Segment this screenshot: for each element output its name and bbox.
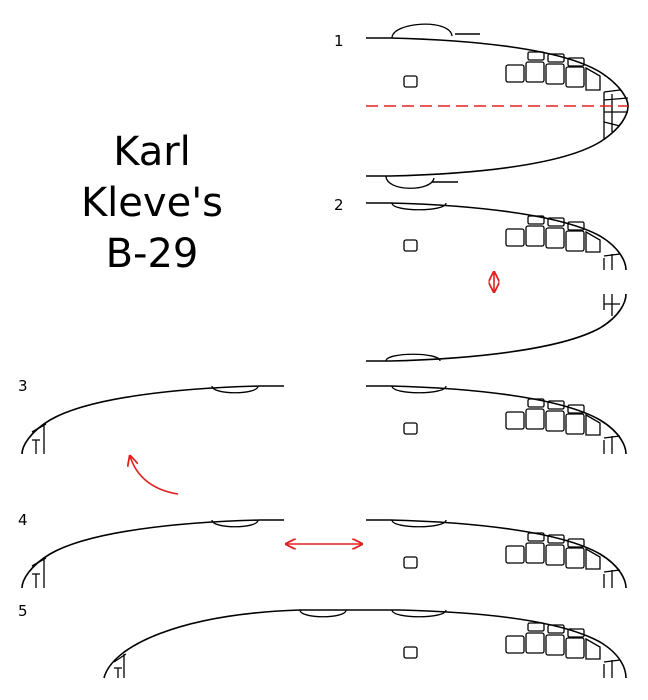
step-4-slide-together (21, 519, 627, 589)
side-window (403, 239, 418, 252)
step-2-split-halves (366, 202, 627, 362)
lower-gun-blister (385, 175, 435, 189)
step-number-5: 5 (18, 602, 28, 620)
title: Karl Kleve's B-29 (81, 129, 223, 277)
upper-gun-blister (391, 23, 453, 39)
step-number-4: 4 (18, 511, 28, 529)
step-1-nose-outline (366, 23, 629, 189)
rotate-arrow (130, 456, 179, 495)
side-window (403, 556, 418, 569)
cockpit-glazing (505, 622, 621, 678)
cockpit-glazing (505, 398, 621, 454)
cockpit-glazing (505, 215, 621, 270)
title-line-2: Kleve's (81, 180, 223, 226)
title-line-3: B-29 (106, 231, 199, 277)
step-3-mirror (21, 385, 627, 495)
step-number-3: 3 (18, 377, 28, 395)
step-number-1: 1 (334, 32, 344, 50)
cockpit-glazing (505, 51, 629, 140)
side-window (403, 422, 418, 435)
step-5-joined (103, 609, 627, 679)
title-line-1: Karl (113, 129, 191, 175)
side-window (403, 646, 418, 659)
side-window (403, 75, 418, 88)
cockpit-glazing (505, 532, 621, 588)
step-number-2: 2 (334, 196, 344, 214)
